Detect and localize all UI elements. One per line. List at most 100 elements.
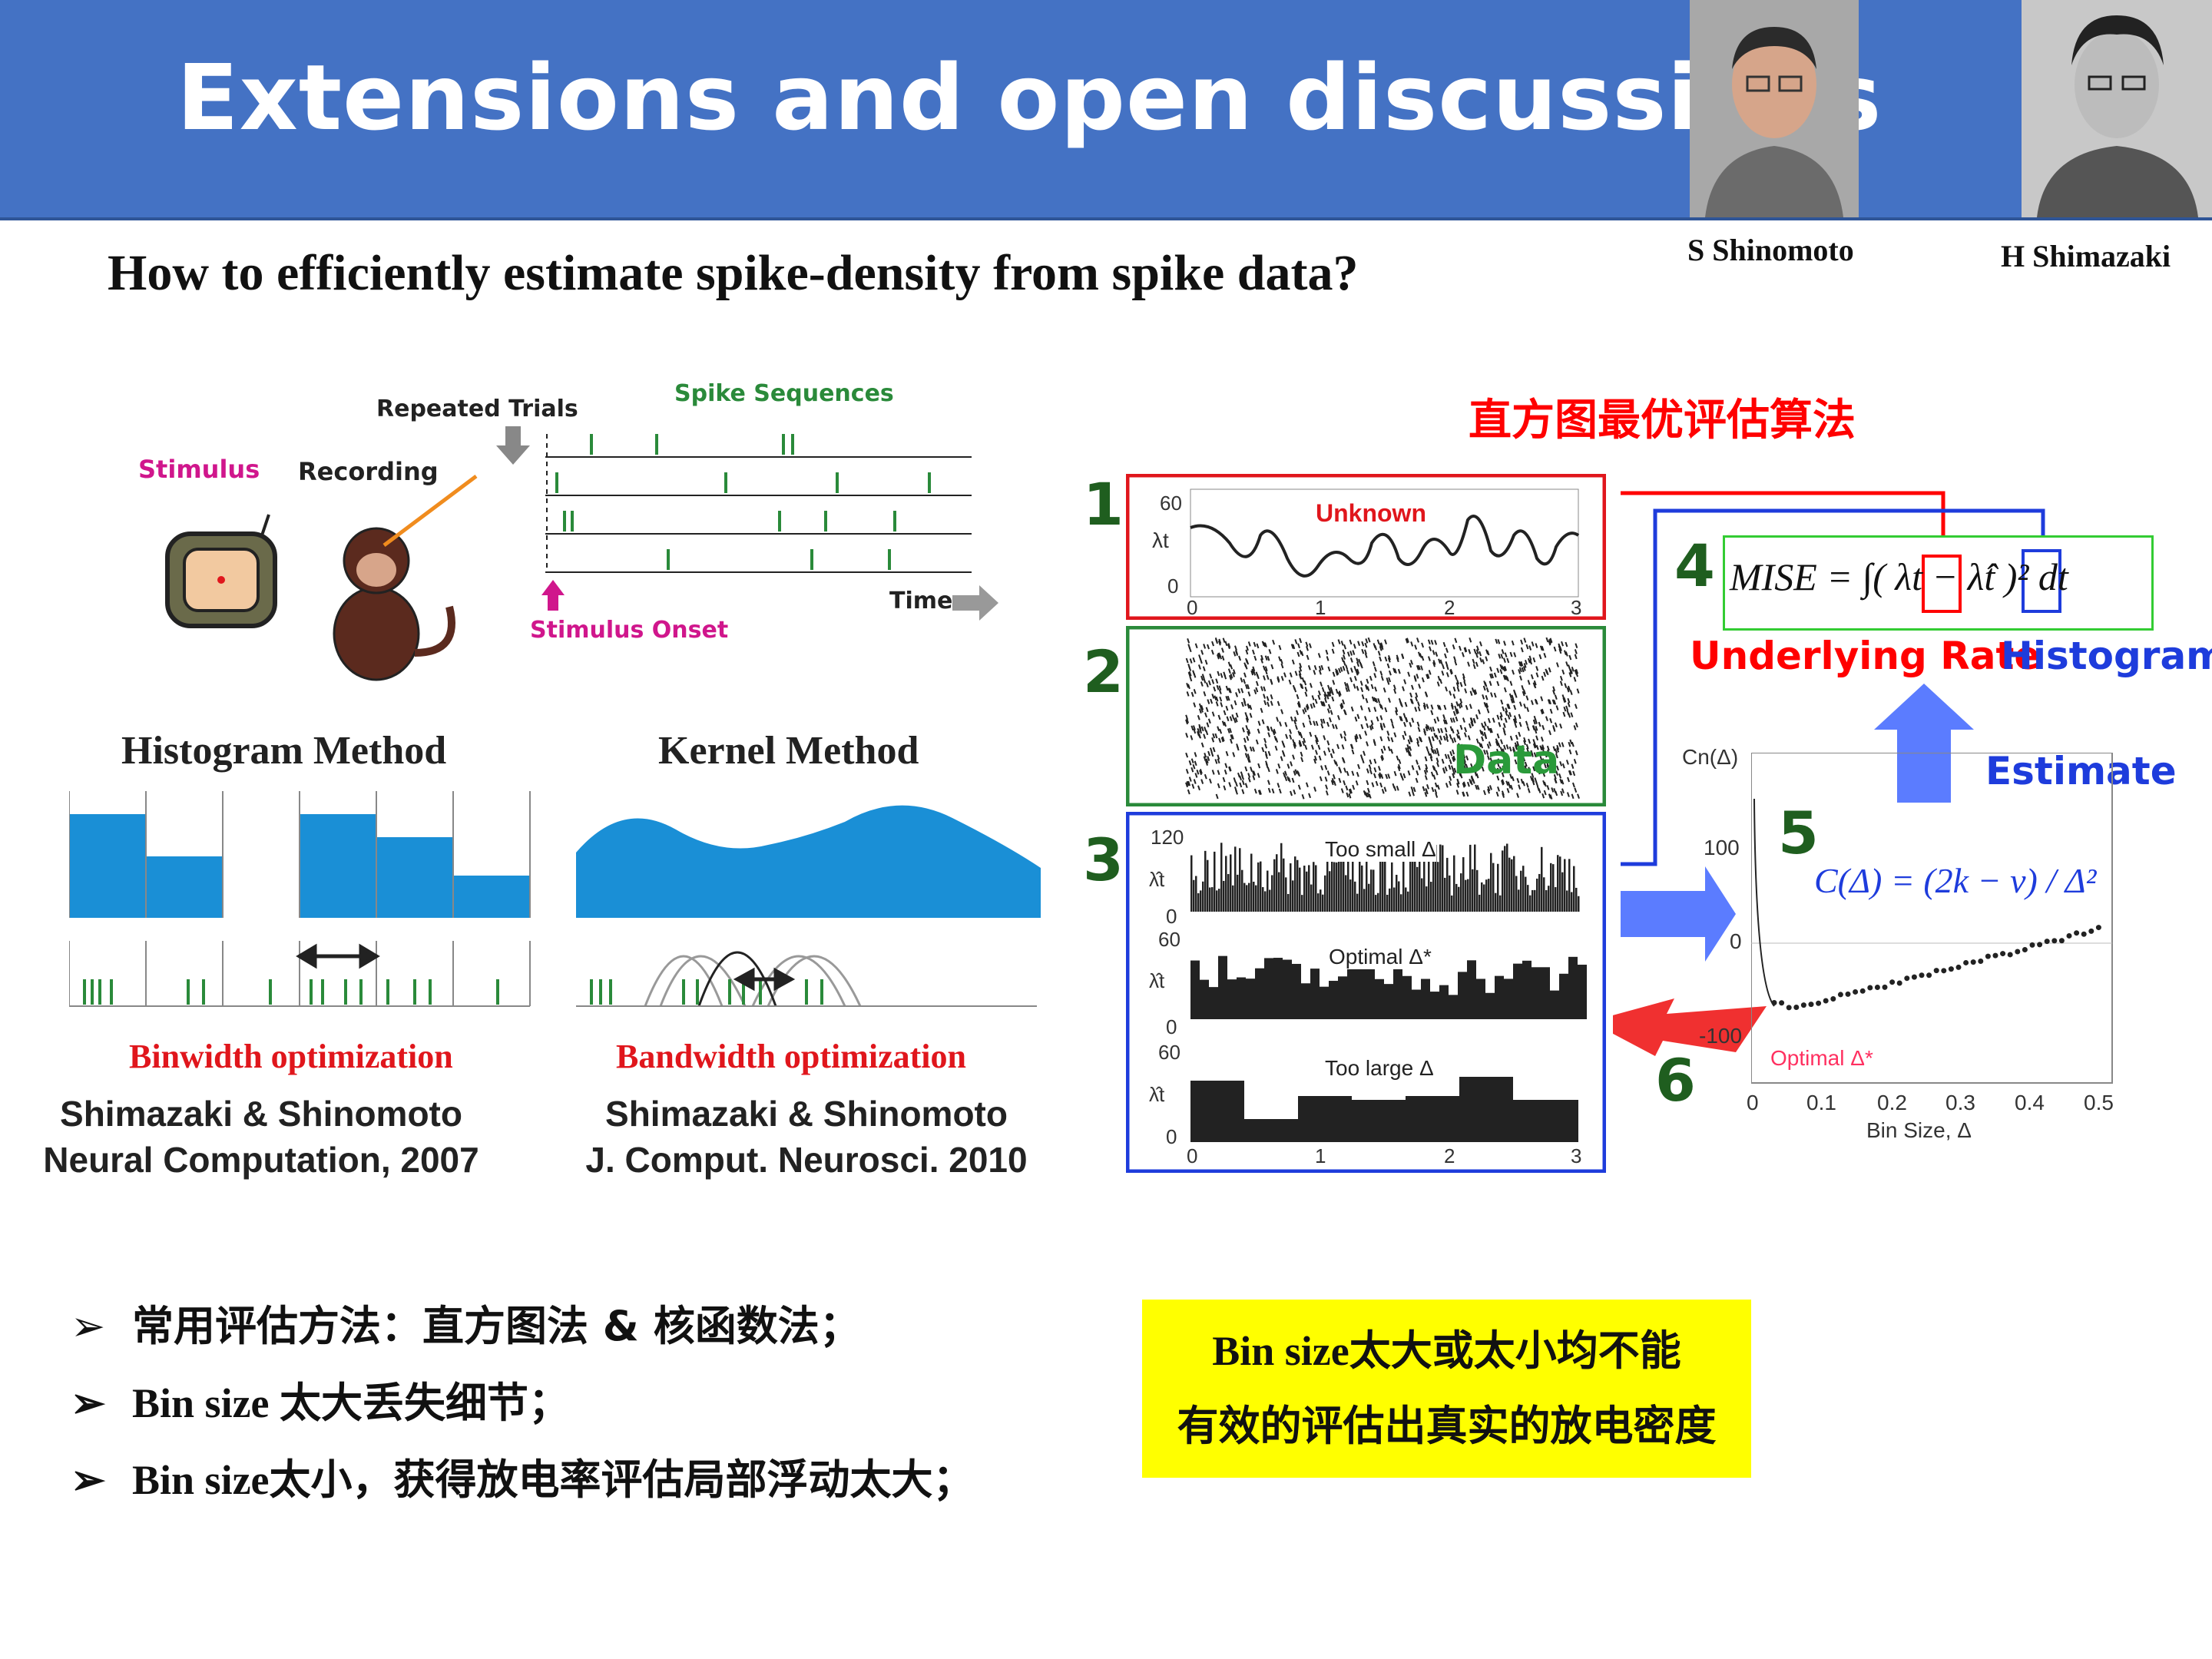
estimate-up-arrow-icon	[1874, 684, 1974, 803]
mise-box	[1723, 535, 2154, 631]
cost-optimal-label: Optimal Δ*	[1770, 1046, 1873, 1070]
slide-title: Extensions and open discussions	[177, 45, 1883, 151]
binwidth-arrow-icon	[296, 943, 380, 969]
kernel-method-title: Kernel Method	[658, 729, 919, 773]
histogram-bars	[69, 814, 530, 918]
panel3-ylabel-c: λ̂t	[1149, 1083, 1165, 1106]
cost-xtick-1: 0.1	[1806, 1091, 1836, 1114]
histogram-ref-journal: Neural Computation, 2007	[43, 1140, 479, 1180]
panel3-histograms	[1126, 812, 1606, 1173]
bullet-3-text: Bin size太小，获得放电率评估局部浮动太大；	[132, 1457, 975, 1503]
panel1-xtick-2: 2	[1444, 596, 1455, 619]
panel1-xtick-0: 0	[1187, 596, 1198, 619]
step-3: 3	[1083, 826, 1124, 894]
step-2: 2	[1083, 637, 1124, 706]
cost-xtick-4: 0.4	[2015, 1091, 2045, 1114]
conclusion-line-2: 有效的评估出真实的放电密度	[1177, 1403, 1717, 1449]
panel3-xtick-2: 2	[1444, 1144, 1455, 1167]
label-time: Time	[889, 588, 953, 614]
bullet-1-text: 常用评估方法：直方图法 & 核函数法；	[132, 1302, 861, 1350]
cost-xtick-5: 0.5	[2084, 1091, 2114, 1114]
label-histogram: Histogram	[2001, 634, 2212, 678]
label-estimate: Estimate	[1985, 749, 2177, 793]
panel1-xtick-1: 1	[1315, 596, 1326, 619]
bandwidth-arrow-icon	[733, 967, 796, 992]
subtitle: How to efficiently estimate spike-densit…	[108, 245, 1359, 301]
kernel-density-curve	[576, 805, 1041, 918]
kernel-ref-journal: J. Comput. Neurosci. 2010	[585, 1140, 1028, 1180]
bullet-arrow-icon: ➢	[71, 1380, 106, 1426]
mise-formula: MISE = ∫( λt − λ̂t )² dt	[1730, 555, 2068, 598]
cost-xtick-3: 0.3	[1945, 1091, 1975, 1114]
panel1-ylabel: λt	[1152, 528, 1169, 552]
conclusion-line-1: Bin size太大或太小均不能	[1212, 1328, 1681, 1374]
panel3-too-large: Too large Δ	[1325, 1056, 1434, 1081]
panel1-unknown-rate	[1126, 474, 1606, 620]
conclusion-box: Bin size太大或太小均不能 有效的评估出真实的放电密度	[1142, 1300, 1751, 1478]
label-stimulus: Stimulus	[138, 455, 260, 484]
panel1-ytick-bottom: 0	[1167, 575, 1179, 598]
cost-xlabel: Bin Size, Δ	[1866, 1118, 1972, 1142]
step-6: 6	[1655, 1046, 1696, 1114]
step-1: 1	[1083, 470, 1124, 538]
label-recording: Recording	[298, 457, 439, 486]
panel3-ytick-0c: 0	[1166, 1125, 1177, 1148]
label-repeated-trials: Repeated Trials	[376, 396, 578, 422]
cost-ylabel: Cn(Δ)	[1682, 745, 1739, 769]
kernel-reference: Shimazaki & Shinomoto J. Comput. Neurosc…	[561, 1091, 1052, 1183]
label-underlying-rate: Underlying Rate	[1690, 634, 2041, 678]
histogram-ref-authors: Shimazaki & Shinomoto	[60, 1094, 462, 1134]
cost-ytick-0: 0	[1730, 929, 1742, 953]
cost-formula: C(Δ) = (2k − v) / Δ²	[1814, 860, 2097, 901]
cost-xtick-0: 0	[1747, 1091, 1759, 1114]
panel1-label: Unknown	[1316, 499, 1426, 527]
panel3-ytick-0b: 0	[1166, 1015, 1177, 1038]
histogram-reference: Shimazaki & Shinomoto Neural Computation…	[15, 1091, 507, 1183]
label-stimulus-onset: Stimulus Onset	[530, 617, 729, 644]
algorithm-title: 直方图最优评估算法	[1469, 396, 1856, 445]
mise-hist-highlight	[2022, 549, 2061, 613]
step-4: 4	[1674, 531, 1715, 600]
kernel-ref-authors: Shimazaki & Shinomoto	[605, 1094, 1008, 1134]
label-spike-sequences: Spike Sequences	[674, 380, 894, 407]
bandwidth-optimization: Bandwidth optimization	[616, 1038, 966, 1075]
panel3-xtick-0: 0	[1187, 1144, 1198, 1167]
panel2-spike-raster	[1126, 626, 1606, 806]
monkey-icon	[333, 475, 478, 681]
bullet-arrow-icon: ➢	[71, 1457, 106, 1503]
bullet-arrow-icon: ➢	[71, 1302, 106, 1350]
cost-ytick-100: 100	[1704, 836, 1740, 859]
feedback-red-arrow-icon	[1613, 998, 1767, 1056]
panel3-ylabel-b: λ̂t	[1149, 969, 1165, 992]
panel3-optimal: Optimal Δ*	[1329, 945, 1432, 969]
panel3-ytick-60c: 60	[1158, 1041, 1181, 1064]
panel3-xtick-3: 3	[1571, 1144, 1582, 1167]
binwidth-optimization: Binwidth optimization	[129, 1038, 453, 1075]
histogram-method-title: Histogram Method	[121, 729, 447, 773]
stimulus-tv-icon	[165, 514, 277, 628]
panel1-xtick-3: 3	[1571, 596, 1582, 619]
flow-connectors	[1613, 491, 2051, 1056]
photo-shinomoto	[1690, 0, 1859, 217]
panel1-ytick-top: 60	[1160, 492, 1182, 515]
arrow-right-icon	[1621, 866, 1736, 962]
panel2-label: Data	[1453, 737, 1560, 783]
cost-xtick-2: 0.2	[1877, 1091, 1907, 1114]
cost-ytick-neg100: -100	[1699, 1024, 1743, 1048]
experiment-schematic	[165, 426, 998, 681]
cost-function-plot	[1751, 753, 2113, 1084]
photo-shimazaki	[2022, 0, 2212, 217]
step-5: 5	[1778, 799, 1819, 867]
bullet-3: ➢ Bin size太小，获得放电率评估局部浮动太大；	[71, 1445, 975, 1506]
bullet-1: ➢ 常用评估方法：直方图法 & 核函数法；	[71, 1292, 861, 1353]
mise-rate-highlight	[1922, 555, 1962, 613]
name-shimazaki: H Shimazaki	[2001, 239, 2171, 273]
panel3-too-small: Too small Δ	[1325, 837, 1436, 862]
panel3-ylabel-a: λ̂t	[1149, 868, 1165, 891]
method-illustrations	[69, 791, 1041, 1007]
bullet-2: ➢ Bin size 太大丢失细节；	[71, 1369, 570, 1429]
bullet-2-text: Bin size 太大丢失细节；	[132, 1380, 571, 1426]
panel3-ytick-0a: 0	[1166, 905, 1177, 928]
panel3-ytick-60b: 60	[1158, 928, 1181, 951]
panel3-xtick-1: 1	[1315, 1144, 1326, 1167]
